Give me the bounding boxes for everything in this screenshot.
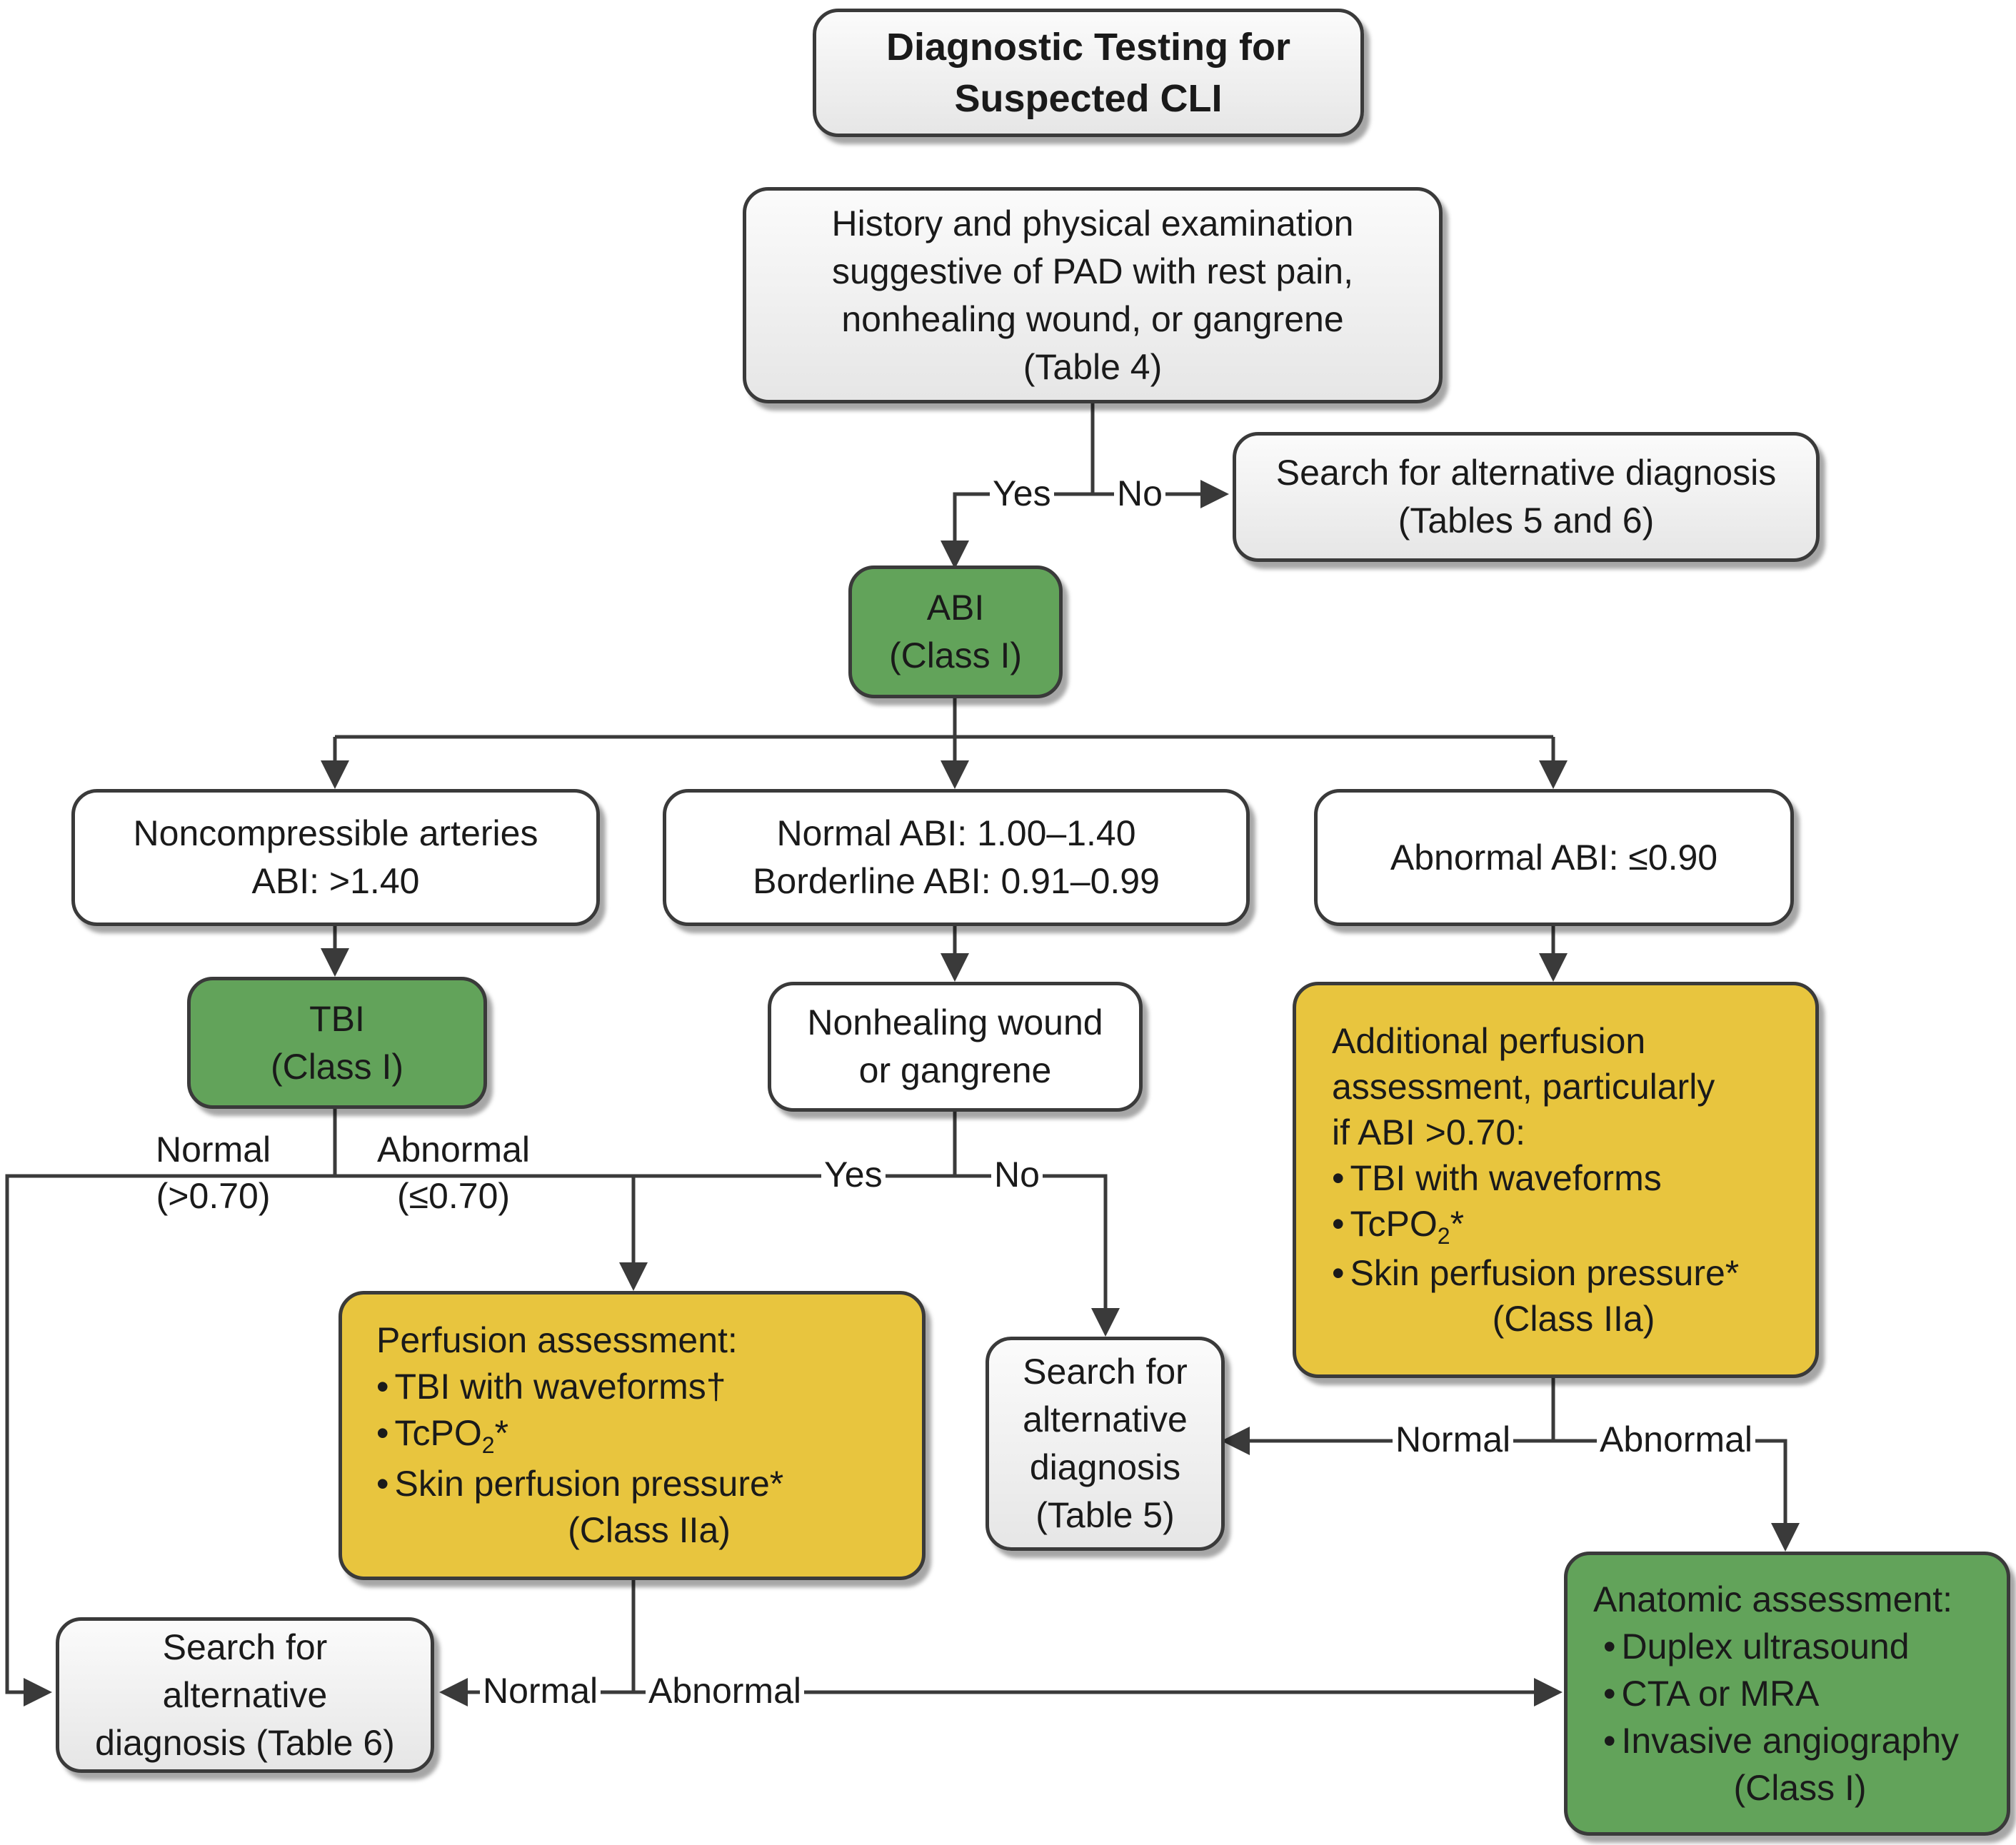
node-additional-perfusion: Additional perfusion assessment, particu… [1293,982,1819,1378]
label-no-history: No [1114,473,1165,514]
node-alt-bottom: Search for alternative diagnosis (Table … [56,1617,434,1773]
perfusion-intro: Perfusion assessment: [376,1320,738,1361]
label-additional-abnormal: Abnormal [1597,1419,1755,1460]
alt-mid-line-2: alternative [1023,1399,1188,1439]
abi-line-2: (Class I) [888,635,1023,675]
normal-abi-line-1: Normal ABI: 1.00–1.40 [776,813,1136,853]
abnormal-abi-line-1: Abnormal ABI: ≤0.90 [1390,837,1718,878]
label-tbi-abnormal: Abnormal (≤0.70) [377,1130,530,1216]
anatomic-bullet-angiography: Invasive angiography [1603,1717,1960,1764]
anatomic-class: (Class I) [1733,1768,1867,1808]
alt-bottom-line-3: diagnosis (Table 6) [95,1722,395,1763]
label-perfusion-normal: Normal [480,1670,601,1711]
history-line-1: History and physical examination [831,203,1354,243]
additional-intro-3: if ABI >0.70: [1332,1112,1526,1152]
node-tbi: TBI (Class I) [187,977,487,1109]
noncompressible-line-1: Noncompressible arteries [133,813,538,853]
label-tbi-normal: Normal (>0.70) [156,1130,271,1216]
label-no-nonhealing: No [991,1154,1043,1195]
perfusion-bullet-tbi: TBI with waveforms† [376,1364,726,1410]
label-yes-nonhealing: Yes [821,1154,886,1195]
noncompressible-line-2: ABI: >1.40 [251,861,420,901]
perfusion-bullet-tcpo2: TcPO2* [376,1410,509,1461]
node-abi: ABI (Class I) [848,565,1063,698]
node-alt-mid: Search for alternative diagnosis (Table … [986,1337,1225,1551]
node-history: History and physical examination suggest… [743,187,1443,403]
anatomic-bullet-duplex: Duplex ultrasound [1603,1623,1910,1670]
anatomic-intro: Anatomic assessment: [1593,1579,1952,1619]
additional-bullet-skin: Skin perfusion pressure* [1332,1250,1740,1296]
additional-intro-2: assessment, particularly [1332,1066,1715,1107]
perfusion-class: (Class IIa) [568,1509,731,1550]
additional-class: (Class IIa) [1492,1299,1655,1339]
alt-top-line-2: (Tables 5 and 6) [1398,501,1655,541]
alt-top-line-1: Search for alternative diagnosis [1275,453,1777,493]
alt-bottom-line-2: alternative [162,1674,328,1715]
nonhealing-line-2: or gangrene [858,1050,1052,1090]
normal-abi-line-2: Borderline ABI: 0.91–0.99 [753,861,1160,901]
node-abnormal-abi: Abnormal ABI: ≤0.90 [1314,789,1794,926]
node-normal-abi: Normal ABI: 1.00–1.40 Borderline ABI: 0.… [663,789,1250,926]
additional-bullet-tbi: TBI with waveforms [1332,1155,1662,1201]
alt-mid-line-3: diagnosis [1029,1447,1181,1487]
label-perfusion-abnormal: Abnormal [646,1670,804,1711]
nonhealing-line-1: Nonhealing wound [807,1002,1103,1042]
tbi-line-2: (Class I) [270,1046,404,1087]
tbi-line-1: TBI [309,998,365,1039]
alt-mid-line-1: Search for [1023,1352,1188,1392]
alt-mid-line-4: (Table 5) [1035,1495,1175,1535]
node-anatomic: Anatomic assessment: Duplex ultrasound C… [1564,1552,2010,1836]
anatomic-bullet-cta: CTA or MRA [1603,1670,1820,1717]
history-line-4: (Table 4) [1023,346,1163,387]
perfusion-bullet-skin: Skin perfusion pressure* [376,1461,784,1507]
edge-tbi-normal-to-alt-bottom [5,1174,335,1706]
additional-bullet-tcpo2: TcPO2* [1332,1201,1465,1251]
node-noncompressible: Noncompressible arteries ABI: >1.40 [71,789,600,926]
abi-line-1: ABI [926,588,985,628]
history-line-2: suggestive of PAD with rest pain, [832,251,1353,291]
edge-nonhealing-no-to-alt-mid [955,1174,1120,1337]
node-title: Diagnostic Testing for Suspected CLI [813,9,1364,137]
node-alt-top: Search for alternative diagnosis (Tables… [1233,432,1820,562]
alt-bottom-line-1: Search for [162,1627,328,1667]
label-yes-history: Yes [990,473,1054,514]
node-perfusion: Perfusion assessment: TBI with waveforms… [338,1291,926,1580]
additional-intro-1: Additional perfusion [1332,1020,1646,1061]
history-line-3: nonhealing wound, or gangrene [841,298,1344,339]
label-additional-normal: Normal [1393,1419,1514,1460]
node-nonhealing: Nonhealing wound or gangrene [768,982,1143,1112]
title-line-1: Diagnostic Testing for [886,25,1291,69]
title-line-2: Suspected CLI [954,77,1223,120]
